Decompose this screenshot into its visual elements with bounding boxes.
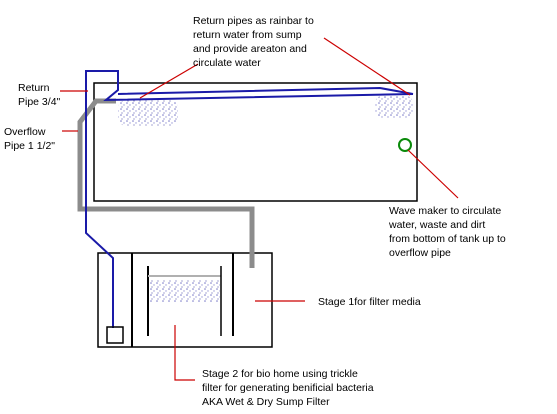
overflow-pipe [77,98,255,268]
tank-media-left [118,100,178,126]
label-return-pipe: Return Pipe 3/4" [18,82,61,108]
label-overflow-pipe: Overflow Pipe 1 1/2" [4,126,55,152]
tank-media-right [375,96,413,118]
return-rainbar [117,86,414,95]
arrow-return-pipes-a [139,63,199,99]
sump-filter [97,252,273,348]
bio-media [150,280,220,302]
arrow-return-pipes-b [323,37,411,96]
return-pipe [85,70,414,328]
label-stage1: Stage 1for filter media [318,296,421,308]
arrow-wave-maker [407,149,459,199]
main-tank [93,82,418,202]
wave-maker [398,138,412,152]
arrow-stage2 [174,325,195,381]
label-wave-maker: Wave maker to circulate water, waste and… [388,205,509,259]
label-stage2: Stage 2 for bio home using trickle filte… [202,368,377,408]
return-pump [106,326,124,344]
label-return-pipes: Return pipes as rainbar to return water … [193,15,317,69]
